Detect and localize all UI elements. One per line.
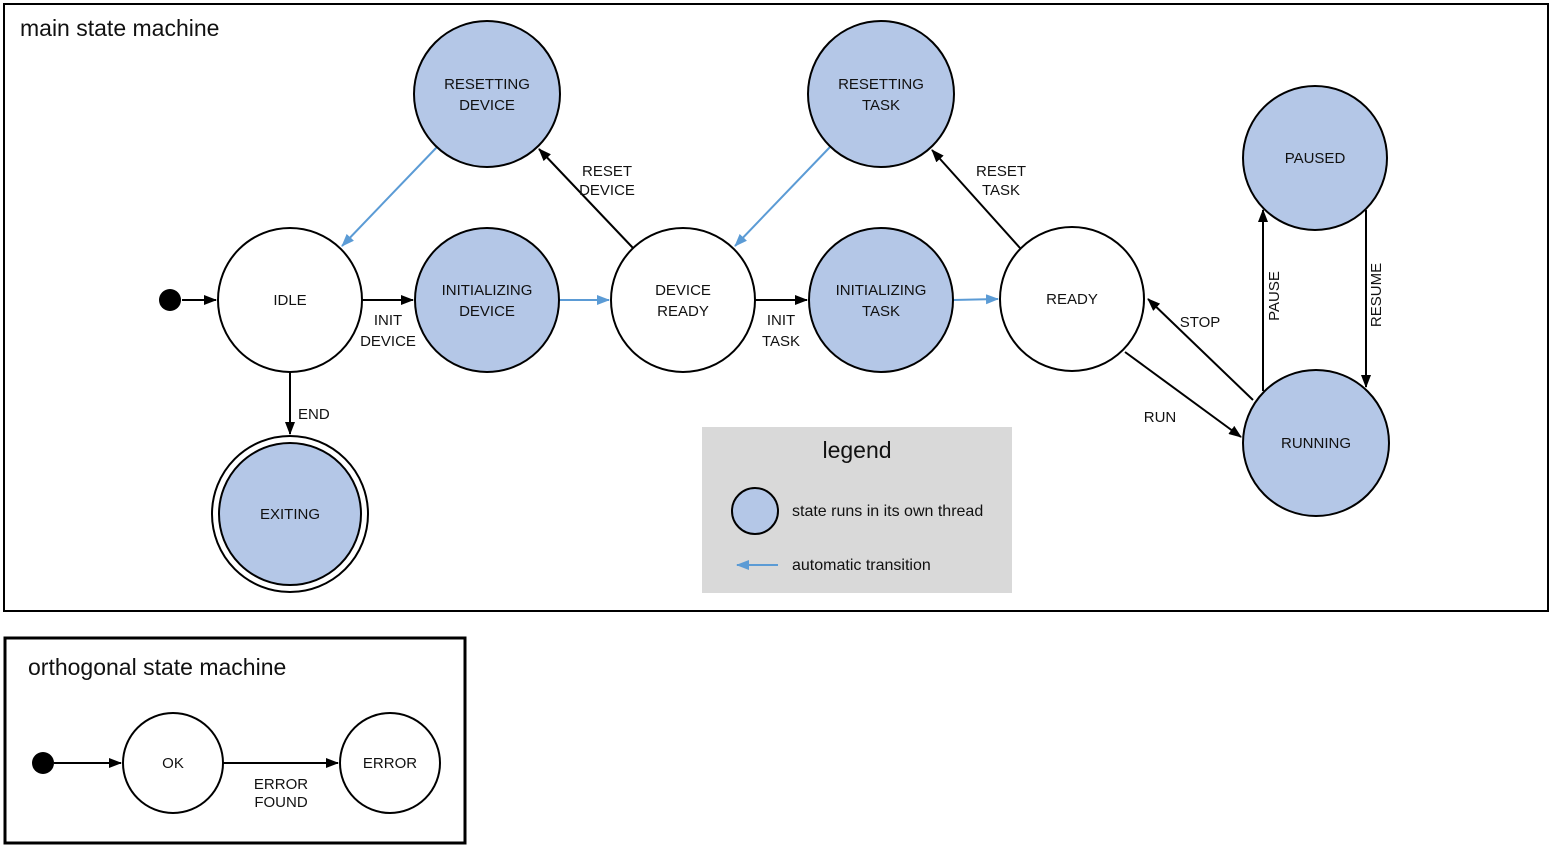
state-initializing-task-label-1: INITIALIZING: [836, 282, 927, 299]
state-initializing-device: INITIALIZING DEVICE: [414, 227, 560, 373]
main-machine-title: main state machine: [20, 15, 219, 41]
state-idle-circle: [217, 227, 363, 373]
auto-transition-resetdevice-to-idle: [341, 146, 438, 247]
state-device-ready-label-2: READY: [657, 303, 709, 320]
state-exiting-label: EXITING: [260, 506, 320, 523]
state-initializing-device-circle: [414, 227, 560, 373]
transition-reset-task-label-2: TASK: [982, 182, 1020, 199]
state-resetting-device-circle: [413, 20, 561, 168]
auto-transition-inittask-to-ready: [952, 294, 999, 305]
transition-reset-device-label-1: RESET: [582, 163, 632, 180]
main-state-machine: main state machine INIT DEVICE RESET DEV…: [3, 3, 1549, 612]
transition-stop-line: [1147, 298, 1254, 401]
transition-stop-label: STOP: [1180, 314, 1221, 331]
transition-reset-device-line: [538, 148, 634, 249]
state-paused-circle: [1242, 85, 1388, 231]
state-error: ERROR: [339, 712, 441, 814]
state-ready: READY: [999, 226, 1145, 372]
state-initializing-task-circle: [808, 227, 954, 373]
state-resetting-device-label-1: RESETTING: [444, 76, 530, 93]
state-error-label: ERROR: [363, 755, 417, 772]
transition-reset-task-line: [931, 149, 1021, 249]
state-error-circle: [339, 712, 441, 814]
initial-state-dot: [159, 289, 181, 311]
transition-reset-device-label-2: DEVICE: [579, 182, 635, 199]
state-resetting-device: RESETTING DEVICE: [413, 20, 561, 168]
state-resetting-task-label-2: TASK: [862, 97, 900, 114]
state-resetting-task: RESETTING TASK: [807, 20, 955, 168]
auto-transition-resettask-to-deviceready: [734, 146, 831, 247]
legend-title: legend: [822, 437, 891, 463]
transition-run-label: RUN: [1144, 409, 1177, 426]
state-initializing-device-label-1: INITIALIZING: [442, 282, 533, 299]
legend-auto-transition-label: automatic transition: [792, 557, 931, 574]
legend-thread-state-label: state runs in its own thread: [792, 503, 983, 520]
state-ok: OK: [122, 712, 224, 814]
orthogonal-initial-state-dot: [32, 752, 54, 774]
state-paused-label: PAUSED: [1285, 150, 1346, 167]
transition-error-found-label-2: FOUND: [254, 794, 307, 811]
transition-error-found-label-1: ERROR: [254, 776, 308, 793]
transition-init-task-label-2: TASK: [762, 333, 800, 350]
legend: legend state runs in its own thread auto…: [702, 427, 1012, 593]
state-resetting-task-circle: [807, 20, 955, 168]
state-device-ready-label-1: DEVICE: [655, 282, 711, 299]
transitions-layer: INIT DEVICE RESET DEVICE INIT TASK RESET…: [285, 146, 1385, 438]
state-running-circle: [1242, 369, 1390, 517]
transition-init-device-label-2: DEVICE: [360, 333, 416, 350]
state-exiting-final: EXITING: [211, 435, 369, 593]
state-exiting-circle: [218, 442, 362, 586]
transition-init-task-label-1: INIT: [767, 312, 795, 329]
state-idle: IDLE: [217, 227, 363, 373]
transition-pause-label: PAUSE: [1266, 271, 1283, 321]
state-running-label: RUNNING: [1281, 435, 1351, 452]
state-paused: PAUSED: [1242, 85, 1388, 231]
state-initializing-device-label-2: DEVICE: [459, 303, 515, 320]
state-ready-circle: [999, 226, 1145, 372]
state-initializing-task: INITIALIZING TASK: [808, 227, 954, 373]
state-device-ready-circle: [610, 227, 756, 373]
transition-resume-label: RESUME: [1368, 263, 1385, 327]
state-ok-circle: [122, 712, 224, 814]
transition-init-device-label-1: INIT: [374, 312, 402, 329]
state-running: RUNNING: [1242, 369, 1390, 517]
state-resetting-task-label-1: RESETTING: [838, 76, 924, 93]
state-idle-label: IDLE: [273, 292, 306, 309]
state-ready-label: READY: [1046, 291, 1098, 308]
state-resetting-device-label-2: DEVICE: [459, 97, 515, 114]
orthogonal-machine-title: orthogonal state machine: [28, 654, 286, 680]
orthogonal-state-machine: orthogonal state machine ERROR FOUND OK …: [3, 636, 467, 845]
transition-end-label: END: [298, 406, 330, 423]
transition-reset-task-label-1: RESET: [976, 163, 1026, 180]
state-initializing-task-label-2: TASK: [862, 303, 900, 320]
legend-thread-state-icon: [731, 487, 779, 535]
state-device-ready: DEVICE READY: [610, 227, 756, 373]
state-ok-label: OK: [162, 755, 184, 772]
transition-run-line: [1124, 351, 1242, 438]
